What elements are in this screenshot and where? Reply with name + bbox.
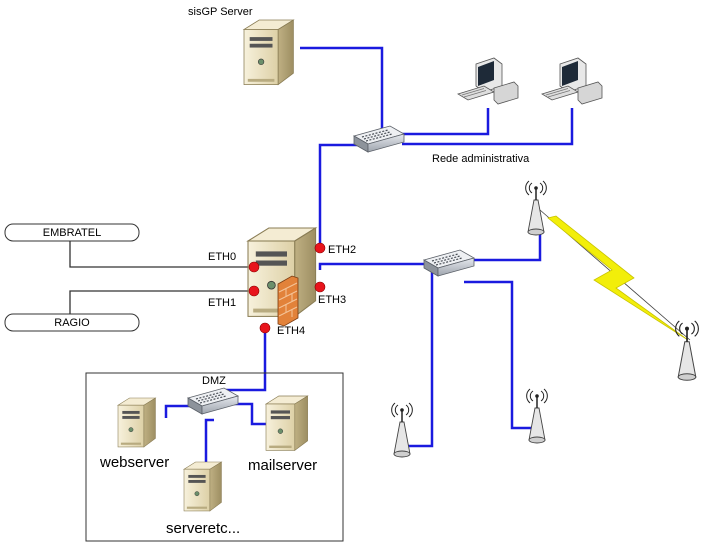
mailserver-label: mailserver (248, 457, 317, 474)
eth1-label: ETH1 (208, 297, 236, 309)
wireless-switch-icon (423, 249, 475, 277)
serveretc-icon (183, 461, 222, 512)
rede-administrativa-label: Rede administrativa (432, 153, 530, 165)
dmz-zone (85, 372, 344, 542)
link-embratel-to-eth0 (69, 240, 254, 268)
antenna-remote-icon (674, 320, 700, 382)
eth2-port-dot (314, 242, 326, 254)
sisgp-server-icon (243, 19, 294, 86)
eth2-label: ETH2 (328, 244, 356, 256)
eth3-label: ETH3 (318, 294, 346, 306)
eth4-port-dot (259, 322, 271, 334)
dmz-switch-icon (187, 387, 239, 415)
wireless-link (539, 209, 691, 341)
ragio-box: RAGIO (4, 313, 140, 332)
wan-links (69, 240, 254, 314)
link-wireless-switch-to-antenna-left (402, 272, 434, 448)
mailserver-icon (265, 395, 309, 451)
eth0-label: ETH0 (208, 251, 236, 263)
link-dmz-switch-to-serveretc (204, 418, 214, 464)
link-eth4-to-dmz-switch (226, 330, 267, 392)
link-eth3-to-wireless-switch (318, 262, 430, 270)
sisgp-server-label: sisGP Server (188, 6, 253, 18)
port-markers (248, 242, 326, 334)
lightning-icon (547, 215, 689, 341)
eth1-port-dot (248, 285, 260, 297)
link-wireless-switch-to-antenna-right (464, 280, 534, 430)
antenna-top-icon (524, 180, 548, 236)
eth4-label: ETH4 (277, 325, 305, 337)
link-wireless-switch-to-antenna-top (468, 232, 542, 262)
link-ragio-to-eth1 (69, 290, 254, 314)
antenna-left-icon (390, 402, 414, 458)
link-admin-switch-to-pc2 (402, 108, 574, 146)
embratel-box: EMBRATEL (4, 223, 140, 242)
antenna-right-icon (525, 388, 549, 444)
eth0-port-dot (248, 261, 260, 273)
link-sisgp-to-admin-switch (300, 46, 384, 132)
eth3-port-dot (314, 281, 326, 293)
link-admin-switch-to-pc1 (402, 108, 490, 136)
link-dmz-switch-to-webserver (164, 404, 190, 418)
admin-pc-2-icon (541, 57, 603, 105)
admin-pc-1-icon (457, 57, 519, 105)
link-admin-switch-to-eth2 (318, 143, 358, 246)
firewall-brick-icon (277, 275, 299, 327)
dmz-label: DMZ (202, 375, 226, 387)
link-dmz-switch-to-mailserver (234, 402, 272, 426)
ragio-label: RAGIO (54, 317, 90, 329)
serveretc-label: serveretc... (166, 520, 240, 537)
embratel-label: EMBRATEL (43, 227, 101, 239)
network-links (164, 46, 574, 464)
webserver-icon (117, 397, 156, 448)
admin-switch-icon (353, 125, 405, 153)
webserver-label: webserver (99, 454, 169, 471)
